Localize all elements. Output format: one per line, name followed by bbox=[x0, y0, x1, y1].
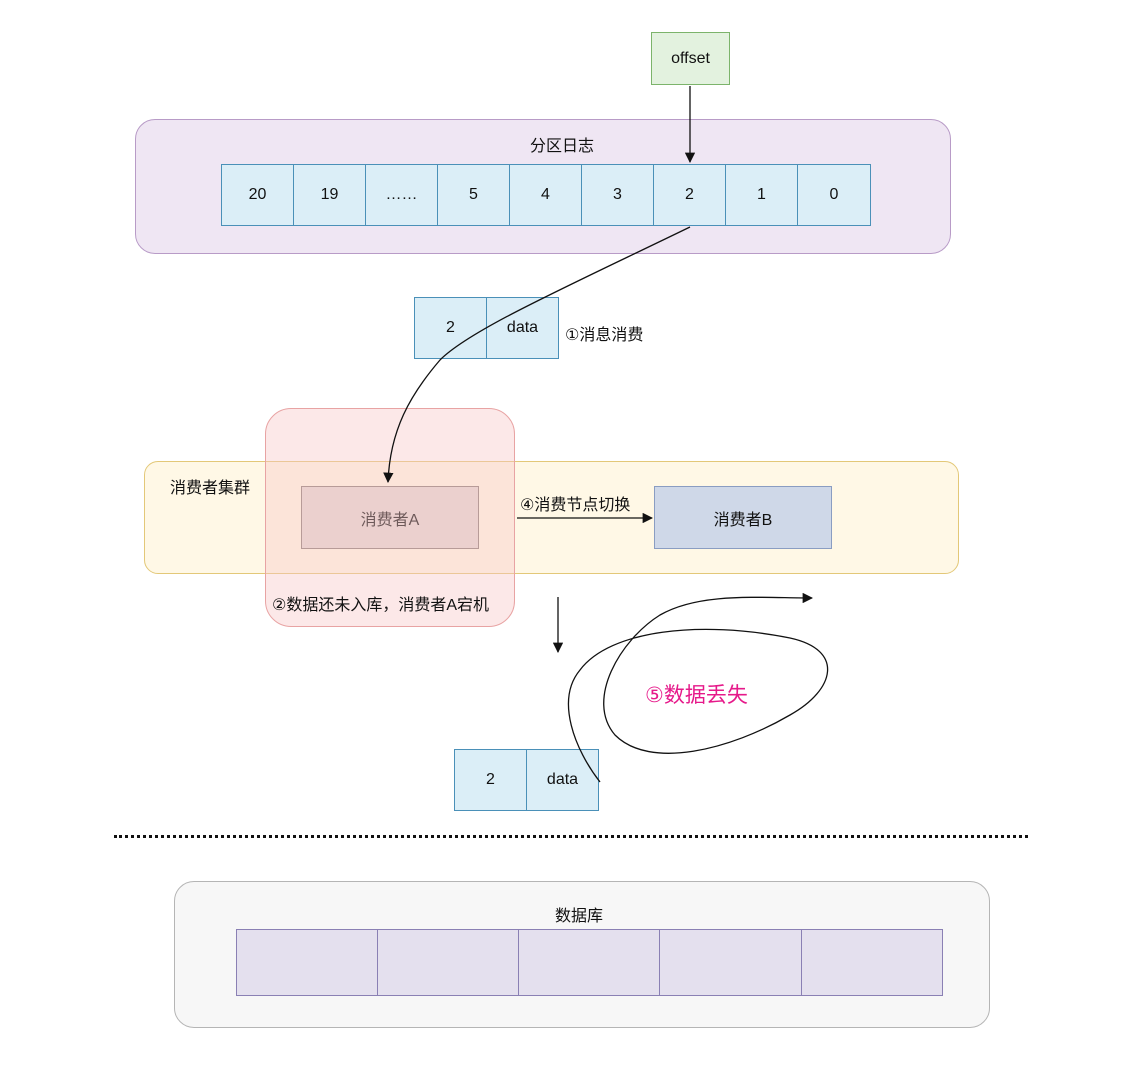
step4-label: ④消费节点切换 bbox=[520, 497, 631, 514]
consumer-a-box: 消费者A bbox=[301, 486, 479, 549]
database-cell bbox=[518, 929, 660, 996]
consumer-b-label: 消费者B bbox=[713, 511, 773, 529]
step5-label: ⑤数据丢失 bbox=[645, 684, 748, 707]
message-value: data bbox=[486, 297, 559, 359]
separator-line bbox=[114, 835, 1028, 838]
log-cell: 0 bbox=[797, 164, 871, 226]
log-cell: 3 bbox=[581, 164, 654, 226]
consume-curve bbox=[383, 226, 691, 484]
database-cell bbox=[801, 929, 943, 996]
offset-label: offset bbox=[671, 49, 710, 67]
data-loss-loop bbox=[567, 592, 829, 783]
log-cell: …… bbox=[365, 164, 438, 226]
message-key: 2 bbox=[454, 749, 527, 811]
step2-label: ②数据还未入库，消费者A宕机 bbox=[272, 597, 490, 614]
message-key: 2 bbox=[414, 297, 487, 359]
consumer-cluster-title: 消费者集群 bbox=[170, 480, 251, 497]
message-value: data bbox=[526, 749, 599, 811]
consumer-a-label: 消费者A bbox=[360, 511, 420, 529]
offset-box: offset bbox=[651, 32, 730, 85]
log-cell: 20 bbox=[221, 164, 294, 226]
database-cell bbox=[236, 929, 378, 996]
database-title: 数据库 bbox=[555, 908, 604, 925]
consumer-b-box: 消费者B bbox=[654, 486, 832, 549]
step1-label: ①消息消费 bbox=[565, 327, 644, 344]
log-cell: 4 bbox=[509, 164, 582, 226]
failure-overlay bbox=[265, 408, 515, 627]
database-cell bbox=[659, 929, 802, 996]
partition-log-title: 分区日志 bbox=[530, 138, 595, 155]
